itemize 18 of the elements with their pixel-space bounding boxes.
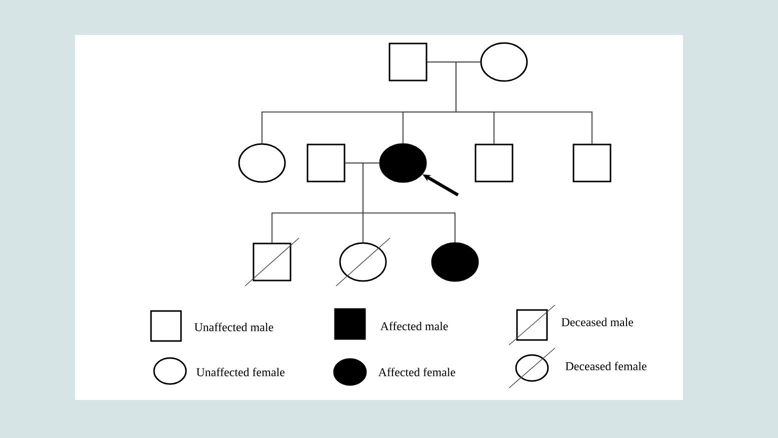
circle-symbol [379,143,427,183]
deceased-circle-symbol [336,238,390,286]
legend-label: Affected female [378,368,456,376]
square-symbol [474,144,514,182]
circle-symbol [480,42,528,82]
square-symbol [572,144,612,182]
legend-label: Unaffected male [194,322,274,332]
circle-symbol [238,143,286,183]
deceased-square-symbol [244,238,300,286]
square-symbol [306,144,346,182]
legend-label: Deceased female [566,362,646,370]
descent-line [456,62,592,144]
square-symbol [388,42,428,82]
legend-label: Unaffected female [196,368,285,376]
descent-line [362,162,456,243]
legend-label: Affected male [380,322,448,330]
circle-symbol [431,242,479,282]
legend-label: Deceased male [562,318,634,326]
